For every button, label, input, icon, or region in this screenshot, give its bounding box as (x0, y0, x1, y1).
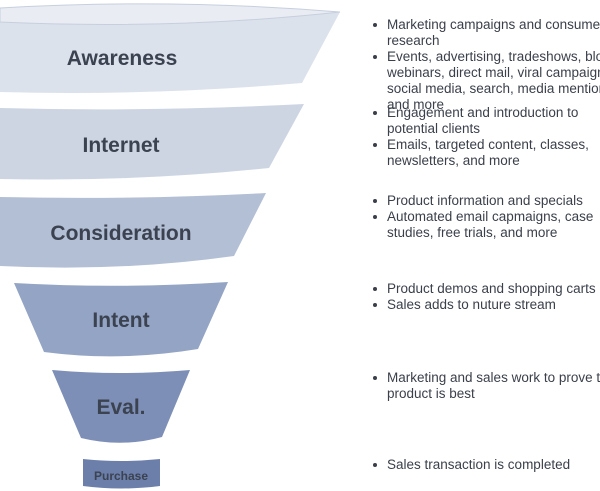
stage-description-consideration: Product information and specials Automat… (371, 193, 600, 241)
funnel-segment-consideration (0, 193, 266, 268)
stage-label-eval: Eval. (96, 396, 145, 419)
stage-label-consideration: Consideration (50, 222, 191, 245)
funnel-stage-awareness: Awareness (0, 3, 341, 93)
funnel-stage-consideration: Consideration (0, 193, 266, 268)
stage-description-eval: Marketing and sales work to prove their … (371, 370, 600, 402)
funnel-segment-eval (52, 370, 190, 443)
stage-description-intent: Product demos and shopping carts Sales a… (371, 281, 600, 313)
funnel-segment-purchase (83, 459, 160, 489)
stage-description-awareness: Marketing campaigns and consumer researc… (371, 17, 600, 113)
bullet-item: Events, advertising, tradeshows, blogs, … (371, 49, 600, 113)
bullet-item: Automated email capmaigns, case studies,… (371, 209, 600, 241)
stage-description-internet: Engagement and introduction to potential… (371, 105, 600, 169)
funnel-stage-intent: Intent (14, 282, 228, 357)
bullet-item: Sales adds to nuture stream (371, 297, 600, 313)
stage-label-purchase: Purchase (94, 469, 148, 483)
funnel-segment-awareness (0, 3, 340, 93)
funnel-stage-purchase: Purchase (83, 459, 160, 489)
stage-label-intent: Intent (92, 309, 149, 332)
stage-description-purchase: Sales transaction is completed (371, 457, 600, 473)
funnel-segment-internet (0, 104, 304, 180)
bullet-item: Product demos and shopping carts (371, 281, 600, 297)
bullet-item: Sales transaction is completed (371, 457, 600, 473)
bullet-item: Marketing and sales work to prove their … (371, 370, 600, 402)
bullet-item: Emails, targeted content, classes, newsl… (371, 137, 600, 169)
funnel-diagram: Awareness Internet Consideration Intent … (0, 3, 341, 489)
bullet-item: Product information and specials (371, 193, 600, 209)
stage-label-internet: Internet (82, 134, 159, 157)
bullet-item: Marketing campaigns and consumer researc… (371, 17, 600, 49)
funnel-rim (0, 3, 341, 25)
stage-label-awareness: Awareness (67, 47, 178, 70)
funnel-stage-eval: Eval. (52, 370, 190, 443)
funnel-segment-intent (14, 282, 228, 357)
bullet-item: Engagement and introduction to potential… (371, 105, 600, 137)
funnel-stage-internet: Internet (0, 104, 304, 180)
